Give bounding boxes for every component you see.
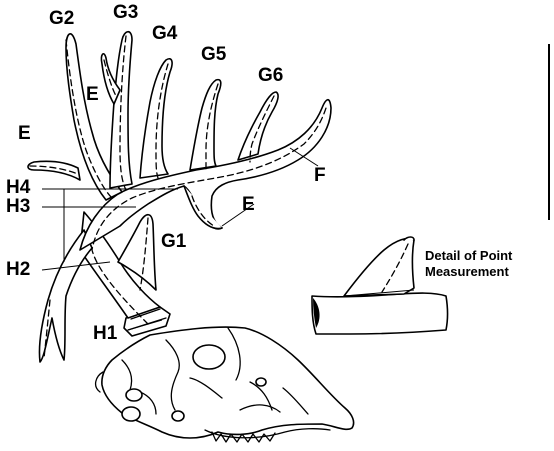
label-h2: H2 [6, 259, 30, 280]
tine-e-left [28, 161, 80, 180]
label-f: F [314, 165, 326, 186]
detail-beam [312, 293, 448, 334]
label-e-top: E [86, 84, 99, 105]
drop-tine [39, 230, 92, 362]
label-g2: G2 [49, 8, 74, 29]
label-g5: G5 [201, 44, 227, 65]
tine-g6 [238, 92, 278, 160]
label-h1: H1 [93, 323, 118, 344]
label-g1: G1 [161, 231, 187, 252]
label-g4: G4 [152, 23, 178, 44]
eye-socket [193, 345, 225, 369]
label-h3: H3 [6, 196, 30, 217]
label-g3: G3 [113, 2, 138, 23]
antler-drawing [28, 32, 331, 362]
detail-point [344, 238, 414, 296]
label-h4: H4 [6, 177, 31, 198]
detail-caption-line2: Measurement [425, 264, 509, 279]
label-e-right: E [242, 194, 255, 215]
tine-g4 [140, 59, 172, 178]
detail-caption-line1: Detail of Point [425, 248, 513, 263]
label-g6: G6 [258, 65, 283, 86]
label-e-left: E [18, 123, 31, 144]
skull-drawing [96, 327, 354, 442]
